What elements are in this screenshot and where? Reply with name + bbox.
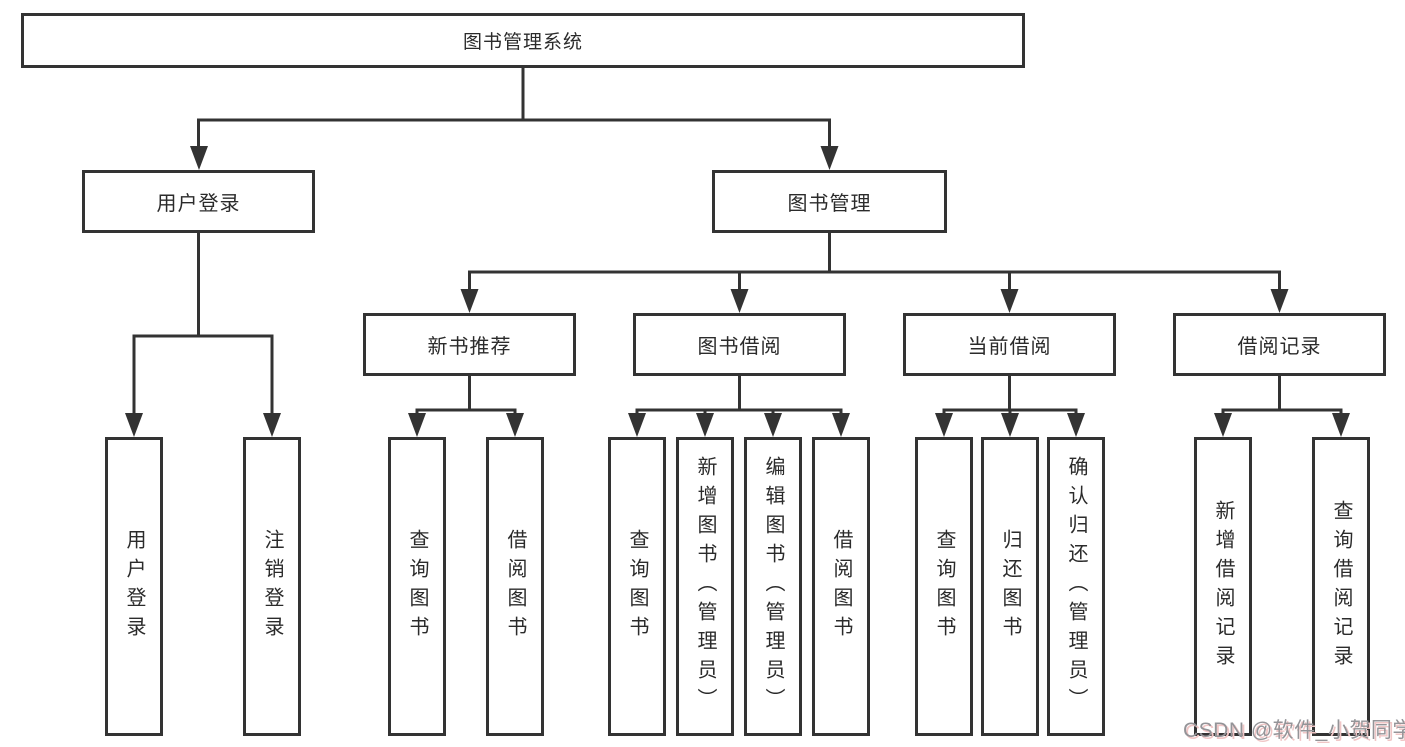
- leaf-borrow-books-borrowing: 借阅图书: [812, 437, 870, 736]
- node-user-login-label: 用户登录: [156, 193, 241, 215]
- leaf-logout: 注销登录: [243, 437, 301, 736]
- node-new-book-recommend-label: 新书推荐: [427, 336, 512, 358]
- node-current-borrowing-label: 当前借阅: [967, 336, 1052, 358]
- leaf-add-books-admin: 新增图书（管理员）: [676, 437, 734, 736]
- leaf-confirm-return-admin-label: 确认归还（管理员）: [1065, 456, 1087, 717]
- leaf-user-login: 用户登录: [105, 437, 163, 736]
- leaf-query-books-current: 查询图书: [915, 437, 973, 736]
- leaf-add-borrow-record: 新增借阅记录: [1194, 437, 1252, 736]
- leaf-query-books-current-label: 查询图书: [933, 528, 955, 645]
- node-borrowing-records: 借阅记录: [1173, 313, 1386, 376]
- node-new-book-recommend: 新书推荐: [363, 313, 576, 376]
- node-library-system: 图书管理系统: [21, 13, 1025, 68]
- node-book-management-label: 图书管理: [787, 193, 872, 215]
- leaf-query-books-borrowing-label: 查询图书: [626, 528, 648, 645]
- node-current-borrowing: 当前借阅: [903, 313, 1116, 376]
- leaf-user-login-label: 用户登录: [123, 528, 145, 645]
- node-library-system-label: 图书管理系统: [462, 32, 583, 53]
- leaf-return-books: 归还图书: [981, 437, 1039, 736]
- node-book-borrowing: 图书借阅: [633, 313, 846, 376]
- leaf-borrow-books-recommend-label: 借阅图书: [504, 528, 526, 645]
- leaf-query-books-recommend: 查询图书: [388, 437, 446, 736]
- leaf-borrow-books-recommend: 借阅图书: [486, 437, 544, 736]
- leaf-query-borrow-record-label: 查询借阅记录: [1330, 499, 1352, 674]
- leaf-query-borrow-record: 查询借阅记录: [1312, 437, 1370, 736]
- leaf-query-books-recommend-label: 查询图书: [406, 528, 428, 645]
- node-borrowing-records-label: 借阅记录: [1237, 336, 1322, 358]
- node-book-borrowing-label: 图书借阅: [697, 336, 782, 358]
- leaf-add-books-admin-label: 新增图书（管理员）: [694, 456, 716, 717]
- leaf-edit-books-admin-label: 编辑图书（管理员）: [762, 456, 784, 717]
- leaf-edit-books-admin: 编辑图书（管理员）: [744, 437, 802, 736]
- csdn-watermark: CSDN @软件_小贺同学: [1183, 719, 1405, 742]
- leaf-return-books-label: 归还图书: [999, 528, 1021, 645]
- arrowheads: [125, 146, 1350, 437]
- leaf-borrow-books-borrowing-label: 借阅图书: [830, 528, 852, 645]
- node-book-management: 图书管理: [712, 170, 947, 233]
- leaf-query-books-borrowing: 查询图书: [608, 437, 666, 736]
- leaf-add-borrow-record-label: 新增借阅记录: [1212, 499, 1234, 674]
- leaf-confirm-return-admin: 确认归还（管理员）: [1047, 437, 1105, 736]
- leaf-logout-label: 注销登录: [261, 528, 283, 645]
- node-user-login: 用户登录: [82, 170, 315, 233]
